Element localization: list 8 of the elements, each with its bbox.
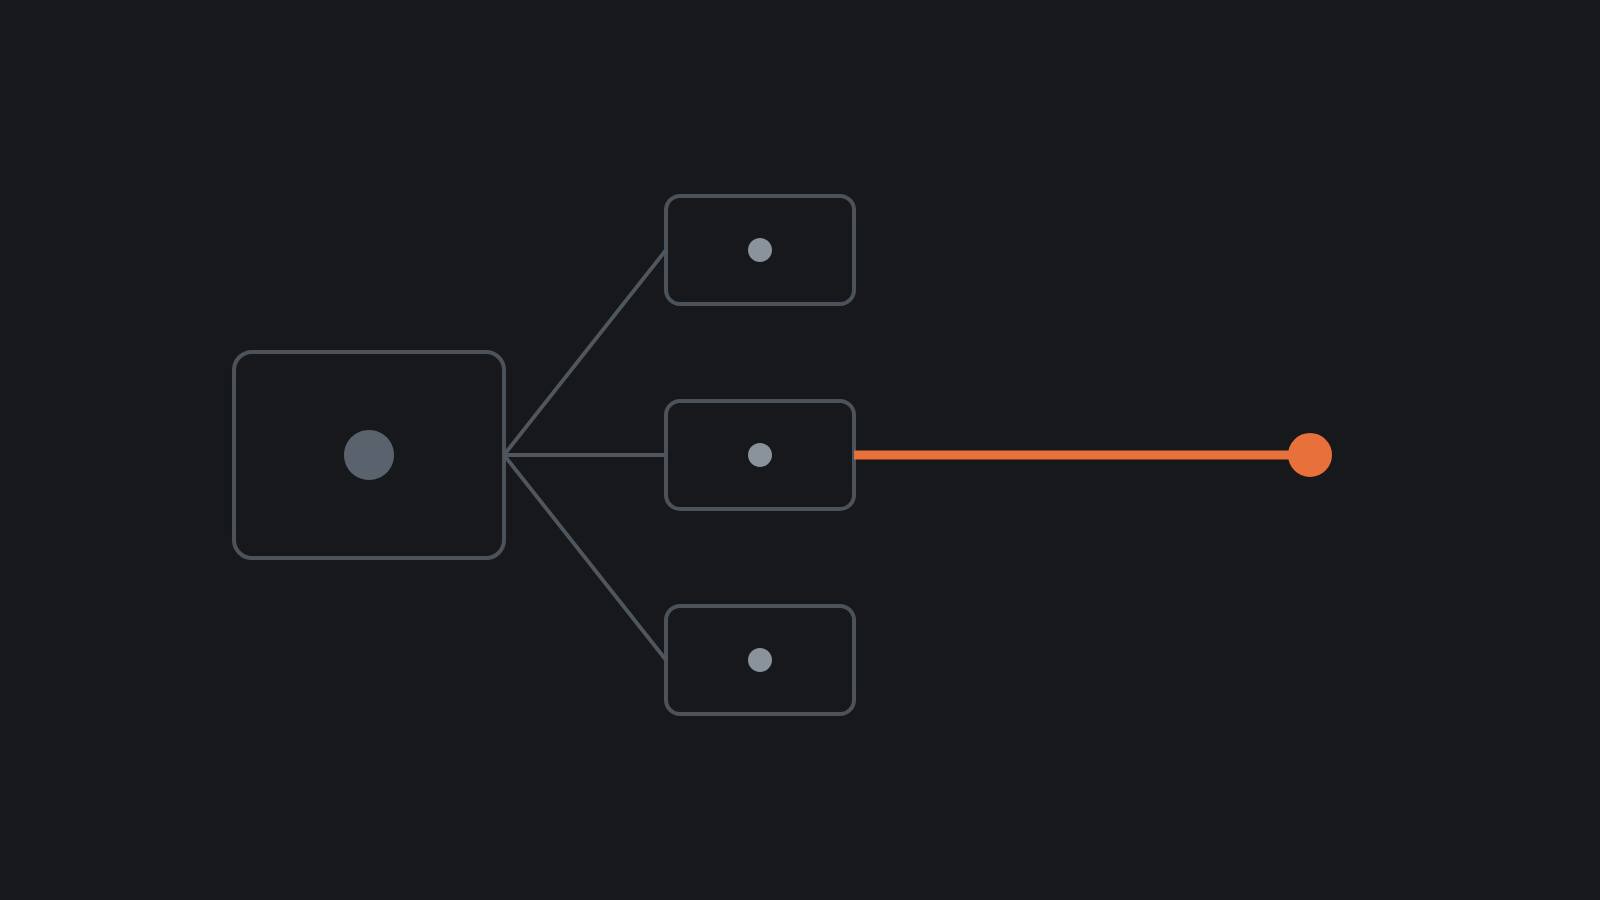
connector <box>502 248 668 457</box>
box <box>664 604 857 716</box>
dot-ended-line <box>854 433 1332 477</box>
box <box>664 194 857 306</box>
connector <box>502 453 668 662</box>
box <box>664 398 857 511</box>
connector <box>504 453 666 457</box>
box <box>232 350 507 560</box>
